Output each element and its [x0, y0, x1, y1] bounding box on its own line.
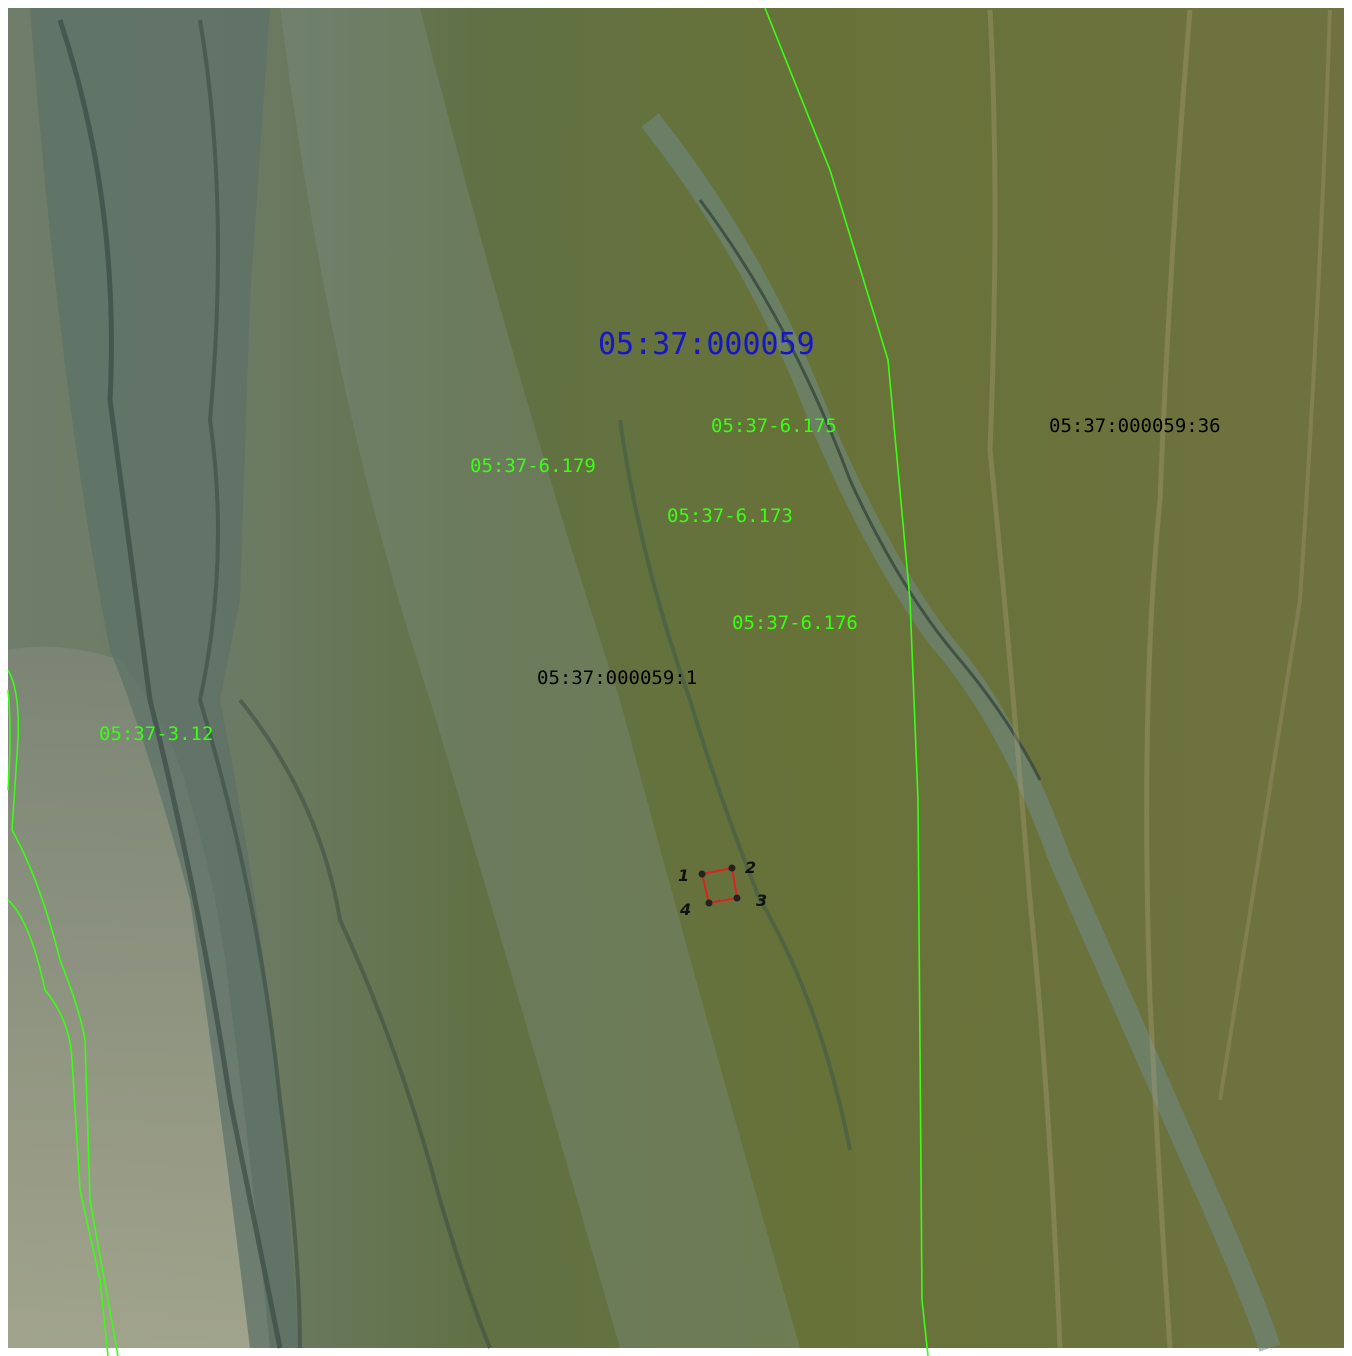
vertex-label-1: 1	[678, 866, 689, 885]
quarter-label: 05:37:000059	[598, 327, 815, 362]
vertex-label-4: 4	[679, 900, 691, 919]
plot-vertex-4[interactable]	[705, 899, 713, 907]
satellite-imagery	[8, 8, 1344, 1352]
surveyed-plot[interactable]: 1 2 3 4	[678, 858, 767, 919]
plot-vertex-1[interactable]	[698, 870, 706, 878]
vertex-label-2: 2	[745, 858, 756, 877]
parcel-label-36: 05:37:000059:36	[1049, 415, 1221, 437]
slope-boundary-line-outer	[7, 669, 119, 1356]
zone-label-3-12: 05:37-3.12	[99, 723, 213, 745]
zone-label-175: 05:37-6.175	[711, 415, 837, 437]
slope-boundary-line-inner	[7, 689, 109, 1356]
plot-vertex-3[interactable]	[733, 894, 741, 902]
zone-boundary-line	[764, 7, 929, 1356]
zone-label-173: 05:37-6.173	[667, 505, 793, 527]
vertex-label-3: 3	[756, 891, 767, 910]
zone-label-179: 05:37-6.179	[470, 455, 596, 477]
zone-boundaries	[7, 7, 929, 1356]
plot-vertex-2[interactable]	[728, 864, 736, 872]
zone-label-176: 05:37-6.176	[732, 612, 858, 634]
parcel-label-1: 05:37:000059:1	[537, 667, 697, 689]
